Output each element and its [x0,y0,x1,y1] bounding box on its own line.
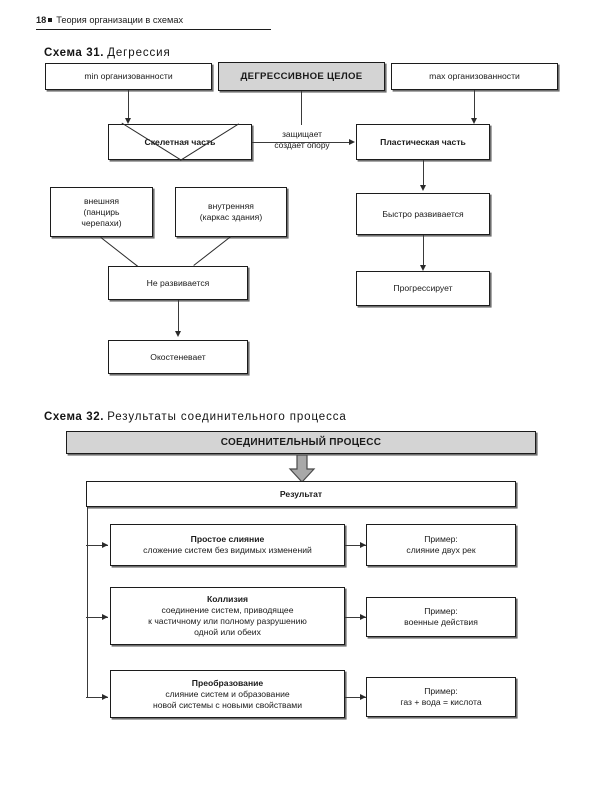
box-transformation-title: Преобразование [191,677,264,688]
arrowhead-skeletal-to-plastic [349,138,355,145]
box-progresses: Прогрессирует [356,271,490,306]
running-head-title: Теория организации в схемах [56,15,184,25]
box-example-military-line-1: Пример: [424,606,458,616]
box-example-rivers-line-1: Пример: [424,534,458,544]
box-connective-process-header: СОЕДИНИТЕЛЬНЫЙ ПРОЦЕСС [66,431,536,454]
box-fast-developing-label: Быстро развивается [382,208,464,219]
scheme-31-caption-text: Дегрессия [107,47,171,59]
connector-internal-to-not-developing [193,236,231,266]
connector-transformation-to-example [345,697,367,699]
scheme-31-caption: Схема 31. Дегрессия [44,46,171,60]
edge-label-protects-supports: защищает создает опору [256,129,348,150]
box-min-organization-label: min организованности [84,71,173,81]
box-not-developing-label: Не развивается [146,277,210,288]
box-simple-merge: Простое слияние сложение систем без види… [110,524,345,566]
box-result-label: Результат [279,488,323,499]
box-min-organization: min организованности [45,63,212,90]
box-collision-title: Коллизия [206,594,249,604]
edge-label-line-2: создает опору [274,139,330,150]
scheme-32-caption-text: Результаты соединительного процесса [107,411,347,423]
box-progresses-label: Прогрессирует [393,283,453,293]
box-example-rivers-line-2: слияние двух рек [406,545,476,555]
box-max-organization: max организованности [391,63,558,90]
connector-not-developing-to-ossifies [178,300,180,333]
edge-label-line-1: защищает [282,129,322,139]
box-plastic-part-label: Пластическая часть [380,136,466,147]
scheme-32-caption-number: Схема 32. [44,411,104,423]
box-ossifies: Окостеневает [108,340,248,374]
connector-skeletal-to-plastic [252,142,350,144]
arrowhead-bus-to-simple-merge [102,541,108,548]
box-external-shell-line-1: внешняя [83,195,120,206]
connector-external-to-not-developing [100,237,139,267]
box-degressive-whole-label: ДЕГРЕССИВНОЕ ЦЕЛОЕ [240,71,363,82]
connector-simple-merge-to-example [345,545,367,547]
arrowhead-simple-merge-to-example [360,541,366,548]
arrowhead-fast-developing-to-progresses [420,265,426,271]
box-example-acid-line-1: Пример: [424,686,458,696]
box-transformation-desc-1: слияние систем и образование [165,688,290,699]
scheme-32-caption: Схема 32. Результаты соединительного про… [44,410,347,424]
box-example-military-line-2: военные действия [404,617,478,627]
box-transformation: Преобразование слияние систем и образова… [110,670,345,718]
box-example-acid-line-2: газ + вода = кислота [400,697,482,707]
box-example-rivers: Пример: слияние двух рек [366,524,516,566]
arrowhead-bus-to-collision [102,613,108,620]
scheme-31-caption-number: Схема 31. [44,47,104,59]
connector-fast-developing-to-progresses [423,235,425,267]
page-number: 18 [36,15,47,25]
connector-plastic-to-fast-developing [423,160,425,187]
box-simple-merge-title: Простое слияние [190,534,265,544]
connector-bus-to-transformation [86,697,108,699]
box-result: Результат [86,481,516,507]
box-connective-process-header-label: СОЕДИНИТЕЛЬНЫЙ ПРОЦЕСС [220,437,382,448]
box-internal-frame: внутренняя (каркас здания) [175,187,287,237]
box-plastic-part: Пластическая часть [356,124,490,160]
box-internal-frame-line-2: (каркас здания) [199,212,263,222]
connector-bus-to-simple-merge [86,545,108,547]
box-ossifies-label: Окостеневает [150,351,206,362]
box-external-shell: внешняя (панцирь черепахи) [50,187,153,237]
box-internal-frame-line-1: внутренняя [208,201,254,211]
running-head: 18 Теория организации в схемах [36,14,271,30]
arrowhead-plastic-to-fast-developing [420,185,426,191]
box-transformation-desc-2: новой системы с новыми свойствами [152,699,303,710]
box-collision: Коллизия соединение систем, приводящее к… [110,587,345,645]
connector-max-to-plastic [474,90,476,119]
box-fast-developing: Быстро развивается [356,193,490,235]
box-external-shell-line-3: черепахи) [81,217,122,228]
square-bullet-icon [48,18,53,23]
box-external-shell-line-2: (панцирь [83,206,120,217]
box-collision-desc-1: соединение систем, приводящее [161,605,294,615]
arrowhead-collision-to-example [360,613,366,620]
connector-collision-to-example [345,617,367,619]
arrowhead-transformation-to-example [360,693,366,700]
box-example-acid: Пример: газ + вода = кислота [366,677,516,717]
block-arrow-down-icon [288,455,316,483]
connector-result-bus [86,507,88,697]
box-collision-desc-3: одной или обеих [194,627,261,637]
arrowhead-max-to-plastic [471,118,477,124]
box-degressive-whole: ДЕГРЕССИВНОЕ ЦЕЛОЕ [218,62,385,91]
connector-whole-to-skeletal-bus [301,91,303,125]
box-max-organization-label: max организованности [429,71,520,81]
arrowhead-bus-to-transformation [102,693,108,700]
connector-bus-to-collision [86,617,108,619]
arrowhead-min-to-skeletal [125,118,131,124]
box-not-developing: Не развивается [108,266,248,300]
box-example-military: Пример: военные действия [366,597,516,637]
arrowhead-not-developing-to-ossifies [175,331,181,337]
connector-min-to-skeletal [128,90,130,119]
box-skeletal-part-label: Скелетная часть [144,136,216,147]
box-simple-merge-desc-1: сложение систем без видимых изменений [143,545,312,555]
box-collision-desc-2: к частичному или полному разрушению [148,616,307,626]
